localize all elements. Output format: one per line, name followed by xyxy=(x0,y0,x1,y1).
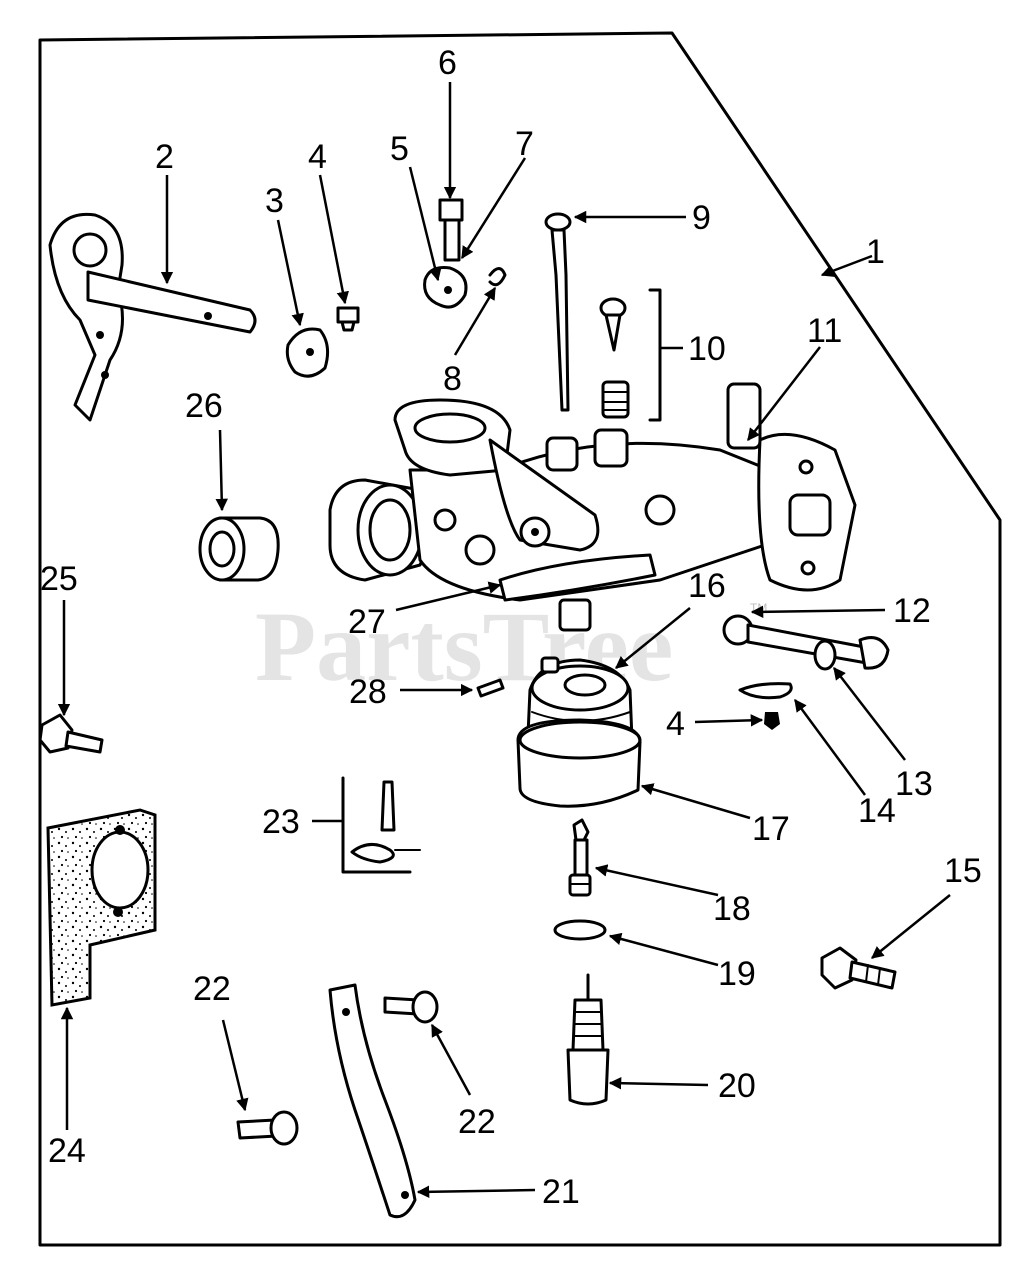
part-8-clip xyxy=(488,267,507,287)
callout-22-left: 22 xyxy=(193,970,231,1008)
callout-24: 24 xyxy=(48,1132,86,1170)
part-25-bolt xyxy=(38,713,104,754)
callout-6: 6 xyxy=(438,44,457,82)
callout-4-lower: 4 xyxy=(666,705,685,743)
callout-9: 9 xyxy=(692,199,711,237)
callout-7: 7 xyxy=(515,125,534,163)
callout-26: 26 xyxy=(185,387,223,425)
part-15-bolt xyxy=(820,946,897,990)
callout-25: 25 xyxy=(40,560,78,598)
callout-5: 5 xyxy=(390,130,409,168)
callout-15: 15 xyxy=(944,852,982,890)
callout-18: 18 xyxy=(713,890,751,928)
part-3-throttle-plate xyxy=(285,327,330,378)
part-9-needle xyxy=(544,212,572,412)
callout-labels: 1 2 3 4 5 6 7 8 9 10 11 12 13 14 4 15 16… xyxy=(40,44,982,1211)
callout-10: 10 xyxy=(688,330,726,368)
part-12-13-choke-shaft xyxy=(722,614,890,671)
callout-12: 12 xyxy=(893,592,931,630)
part-2-throttle-shaft xyxy=(48,212,257,422)
callout-28: 28 xyxy=(349,673,387,711)
callout-22-right: 22 xyxy=(458,1103,496,1141)
part-4-screw-upper xyxy=(336,306,360,332)
callout-2: 2 xyxy=(155,138,174,176)
part-26-bushing xyxy=(198,516,280,582)
callout-1: 1 xyxy=(866,233,885,271)
callout-11: 11 xyxy=(807,312,842,350)
part-23-pin-clip xyxy=(341,776,421,874)
callout-8: 8 xyxy=(443,360,462,398)
part-14-choke-plate xyxy=(738,682,793,700)
part-10-needle-spring xyxy=(599,288,662,422)
leader-lines xyxy=(57,82,951,1199)
part-17-fuel-bowl xyxy=(516,718,642,808)
callout-20: 20 xyxy=(718,1067,756,1105)
part-24-gasket xyxy=(46,808,157,1007)
callout-13: 13 xyxy=(895,765,933,803)
callout-3: 3 xyxy=(265,182,284,220)
callout-23: 23 xyxy=(262,803,300,841)
callout-14: 14 xyxy=(858,792,896,830)
callout-19: 19 xyxy=(718,955,756,993)
part-21-link xyxy=(328,983,417,1219)
part-28-pin xyxy=(476,678,505,698)
callout-21: 21 xyxy=(542,1173,580,1211)
callout-16: 16 xyxy=(688,567,726,605)
callout-4-upper: 4 xyxy=(308,138,327,176)
callout-17: 17 xyxy=(752,810,790,848)
part-22-screw-b xyxy=(383,990,439,1024)
callout-27: 27 xyxy=(348,603,386,641)
diagram-frame xyxy=(38,31,1002,1247)
part-4-screw-lower xyxy=(764,712,780,730)
part-1-carburetor-body xyxy=(328,382,857,632)
part-22-screw-a xyxy=(236,1110,299,1146)
part-19-washer xyxy=(553,919,607,941)
part-20-jet xyxy=(566,973,610,1106)
part-18-needle-valve xyxy=(568,818,592,897)
